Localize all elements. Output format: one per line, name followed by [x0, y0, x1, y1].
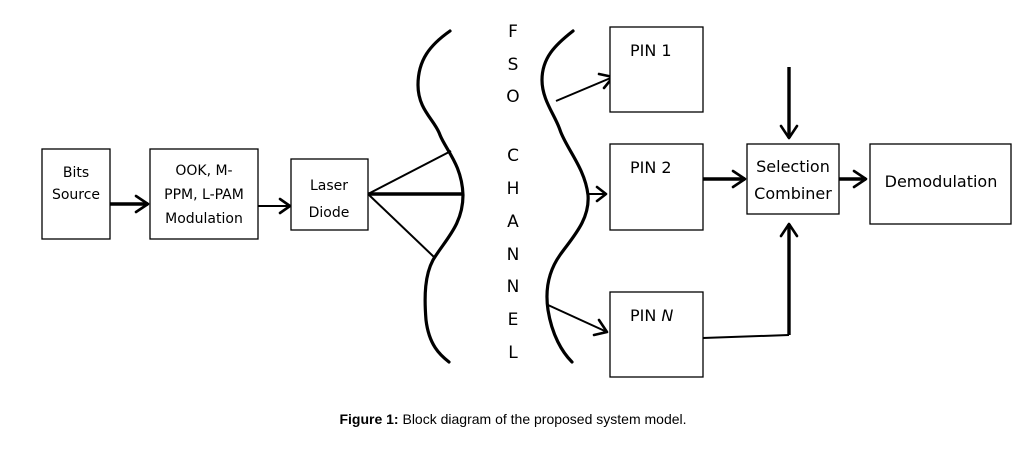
selection-combiner-block: Selection Combiner: [746, 143, 840, 215]
bits-source-block: Bits Source: [41, 148, 111, 240]
modulation-label-1: OOK, M-: [175, 163, 232, 179]
channel-letter: S: [508, 55, 519, 75]
bits-source-label-1: Bits: [63, 165, 89, 181]
demodulation-label: Demodulation: [885, 172, 998, 191]
channel-letter: N: [507, 245, 520, 265]
pin2-label: PIN 2: [630, 158, 672, 177]
arrow-pin1-to-combiner: [779, 67, 799, 140]
caption-text: Block diagram of the proposed system mod…: [398, 411, 687, 427]
channel-letter: O: [506, 87, 519, 107]
modulation-label-3: Modulation: [165, 211, 243, 227]
arrow-bits-to-modulation: [110, 194, 150, 214]
arrow-to-pin2: [588, 185, 608, 203]
pin1-block: PIN 1: [609, 26, 704, 113]
combiner-label-1: Selection: [756, 157, 830, 176]
modulation-block: OOK, M- PPM, L-PAM Modulation: [149, 148, 259, 240]
laser-beams: [367, 150, 463, 258]
arrow-pinN-to-combiner: [702, 222, 799, 339]
pinN-label: PIN N: [630, 306, 673, 325]
channel-letter: L: [508, 343, 518, 363]
laser-diode-label-2: Diode: [309, 205, 350, 221]
combiner-label-2: Combiner: [754, 184, 832, 203]
laser-diode-label-1: Laser: [310, 178, 348, 194]
arrow-combiner-to-demod: [839, 169, 868, 189]
channel-letter: N: [507, 277, 520, 297]
channel-left-boundary: [416, 29, 465, 364]
pin2-block: PIN 2: [609, 143, 704, 231]
arrow-to-pinN: [547, 304, 609, 337]
demodulation-block: Demodulation: [869, 143, 1012, 225]
arrow-to-pin1: [555, 72, 615, 102]
caption-label: Figure 1:: [339, 411, 399, 427]
modulation-label-2: PPM, L-PAM: [164, 187, 244, 203]
channel-letter: C: [507, 146, 519, 166]
channel-letter: A: [507, 212, 519, 232]
bits-source-label-2: Source: [52, 187, 100, 203]
channel-letter: E: [508, 310, 519, 330]
pinN-block: PIN N: [609, 291, 704, 378]
arrow-modulation-to-laser: [258, 197, 292, 215]
channel-letter: F: [508, 22, 518, 42]
figure-caption: Figure 1: Block diagram of the proposed …: [0, 411, 1026, 427]
pin1-label: PIN 1: [630, 41, 672, 60]
fso-channel-label: F S O C H A N N E L: [506, 22, 519, 363]
arrow-pin2-to-combiner: [703, 169, 747, 189]
channel-letter: H: [507, 179, 520, 199]
laser-diode-block: Laser Diode: [290, 158, 369, 231]
